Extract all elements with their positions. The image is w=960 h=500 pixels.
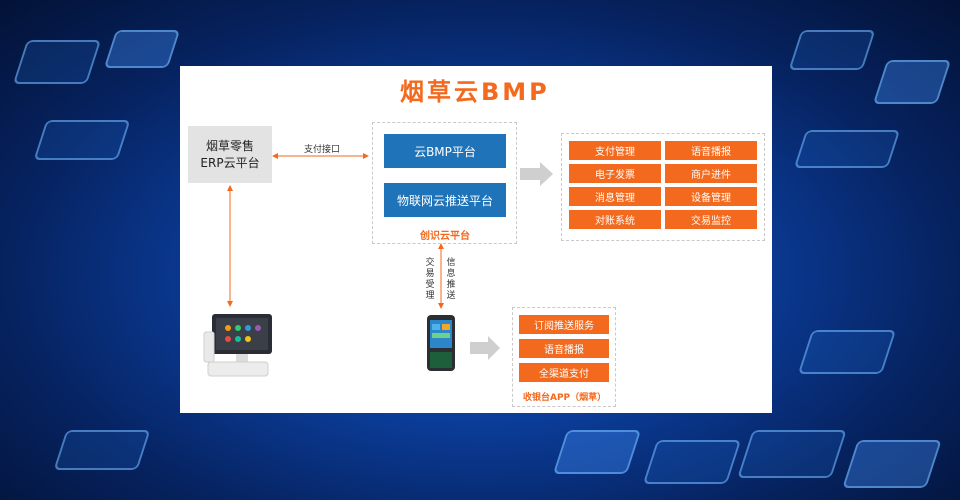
bg-tile <box>842 440 942 488</box>
handheld-pos-icon <box>426 314 456 372</box>
feature-cell: 交易监控 <box>665 210 757 229</box>
bg-tile <box>33 120 131 160</box>
bg-tile <box>793 130 901 168</box>
bg-tile <box>788 30 876 70</box>
right-arrow-icon <box>520 162 553 186</box>
bg-tile <box>872 60 952 104</box>
right-arrow-icon <box>470 336 500 360</box>
bg-tile <box>737 430 847 478</box>
features-group <box>561 133 765 241</box>
bg-tile <box>797 330 897 374</box>
info-push-label: 信息推送 <box>446 258 456 301</box>
bg-tile <box>642 440 742 484</box>
app-feature-cell: 订阅推送服务 <box>519 315 609 334</box>
app-feature-cell: 语音播报 <box>519 339 609 358</box>
cloud-platform-caption: 创识云平台 <box>420 231 470 242</box>
bg-tile <box>552 430 642 474</box>
feature-cell: 对账系统 <box>569 210 661 229</box>
app-feature-cell: 全渠道支付 <box>519 363 609 382</box>
feature-cell: 消息管理 <box>569 187 661 206</box>
connectors <box>227 153 553 360</box>
feature-cell: 电子发票 <box>569 164 661 183</box>
cashier-app-group <box>512 307 616 407</box>
feature-cell: 支付管理 <box>569 141 661 160</box>
pos-terminal-icon <box>202 312 278 380</box>
diagram-panel: 烟草云BMP 烟草零售 ERP云平台 支付接口 云BMP平台 物联网云推送平台 … <box>180 66 772 413</box>
diagram-title: 烟草云BMP <box>400 78 550 106</box>
bg-tile <box>12 40 102 84</box>
erp-platform-box: 烟草零售 ERP云平台 <box>188 126 272 183</box>
cloud-bmp-platform-box: 云BMP平台 <box>384 134 506 168</box>
feature-cell: 语音播报 <box>665 141 757 160</box>
bg-tile <box>103 30 181 68</box>
cloud-platform-group <box>372 122 517 244</box>
bg-tile <box>53 430 151 470</box>
cashier-app-caption: 收银台APP（烟草） <box>523 393 607 403</box>
feature-cell: 商户进件 <box>665 164 757 183</box>
feature-cell: 设备管理 <box>665 187 757 206</box>
erp-line2: ERP云平台 <box>200 155 260 170</box>
erp-line1: 烟草零售 <box>205 138 254 153</box>
iot-push-platform-box: 物联网云推送平台 <box>384 183 506 217</box>
pay-interface-label: 支付接口 <box>304 145 341 155</box>
transaction-accept-label: 交易受理 <box>425 258 435 301</box>
